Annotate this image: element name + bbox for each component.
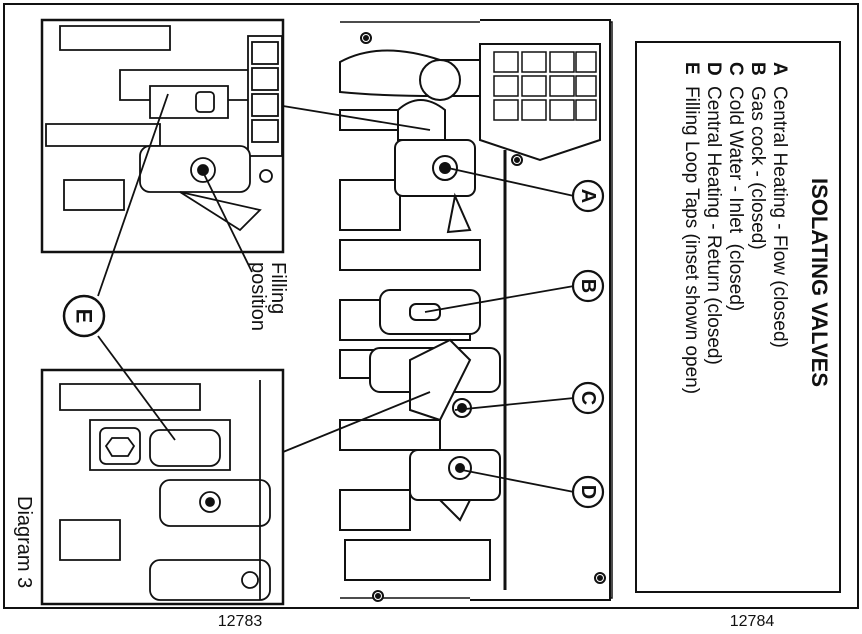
legend-key-c: C: [725, 62, 746, 76]
legend-text-e: Filling Loop Taps (inset shown open): [681, 86, 702, 394]
ref-number-left: 12783: [218, 613, 263, 630]
callout-e: E: [62, 294, 106, 338]
legend-key-e: E: [681, 62, 702, 75]
legend-title: ISOLATING VALVES: [807, 178, 832, 387]
callout-c-label: C: [577, 391, 599, 405]
callout-d-label: D: [577, 485, 599, 499]
legend-text-b: Gas cock - (closed): [747, 86, 768, 250]
ref-number-right: 12784: [730, 613, 775, 630]
legend-box: [635, 41, 841, 593]
main-valve-drawing: [339, 19, 613, 602]
callout-c: C: [571, 381, 605, 415]
legend-text-d: Central Heating - Return (closed): [703, 86, 724, 365]
callout-e-label: E: [72, 309, 97, 324]
callout-a-label: A: [577, 189, 599, 203]
callout-d: D: [571, 475, 605, 509]
e-leader-lines: [97, 93, 253, 441]
main-leader-lines: [282, 105, 575, 493]
callout-b-label: B: [577, 279, 599, 293]
filling-label-line1: Filling: [267, 262, 289, 314]
legend-text-a: Central Heating - Flow (closed): [769, 86, 790, 348]
legend-key-a: A: [769, 62, 790, 76]
legend-key-d: D: [703, 62, 724, 76]
callout-a: A: [571, 179, 605, 213]
legend-key-b: B: [747, 62, 768, 76]
diagram-label: Diagram 3: [13, 496, 35, 588]
callout-b: B: [571, 269, 605, 303]
lower-inset: [40, 368, 285, 606]
diagram-frame: [3, 3, 859, 609]
filling-label-line2: position: [247, 262, 269, 331]
legend-text-c: Cold Water - Inlet (closed): [725, 86, 746, 311]
upper-inset: [40, 18, 285, 254]
